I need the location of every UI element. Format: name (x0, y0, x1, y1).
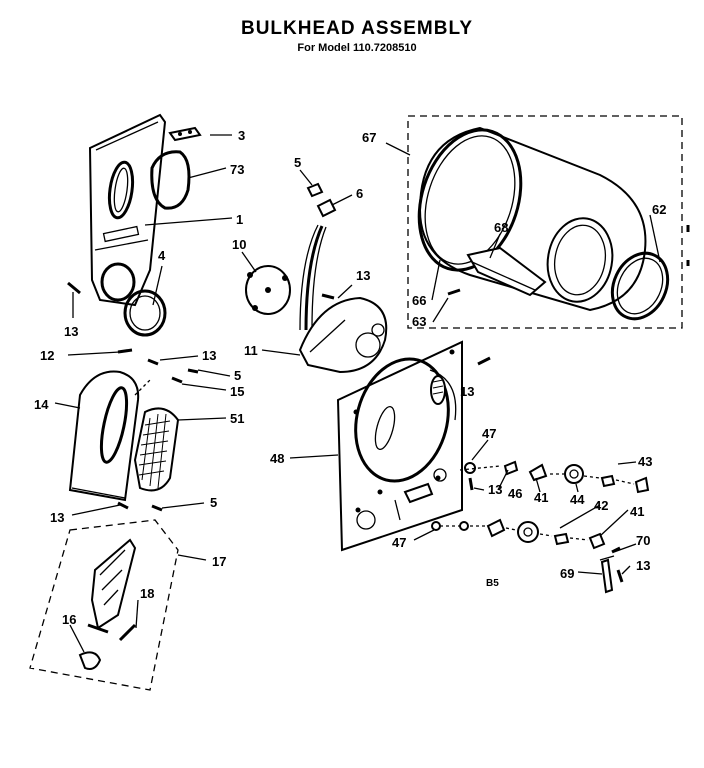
seal-part-73 (150, 150, 191, 210)
callout-14: 14 (34, 397, 49, 412)
filter-grille-part-51 (133, 407, 180, 492)
drum-part-67 (417, 126, 647, 312)
callout-1: 1 (236, 212, 243, 227)
callout-5-a: 5 (234, 368, 241, 383)
callout-5-b: 5 (210, 495, 217, 510)
callout-11: 11 (244, 343, 258, 358)
page-title: BULKHEAD ASSEMBLY (240, 18, 473, 39)
small-screws-left (117, 348, 199, 512)
screw-part-13-lower-right (616, 569, 624, 583)
callout-63: 63 (412, 314, 426, 329)
callout-13-c: 13 (50, 510, 64, 525)
callout-10: 10 (232, 237, 246, 252)
callout-13-d: 13 (356, 268, 370, 283)
callout-5-c: 5 (294, 155, 301, 170)
roller-parts-upper (459, 460, 650, 494)
drum-screw-63 (447, 288, 461, 296)
callout-67: 67 (362, 130, 376, 145)
screw-left-13 (67, 281, 81, 295)
leader-lines (54, 134, 661, 653)
screw-part-5-top (306, 182, 324, 198)
lamp-assembly-part-17 (29, 519, 179, 691)
callout-17: 17 (212, 554, 226, 569)
callout-70: 70 (636, 533, 650, 548)
screw-part-70 (611, 546, 621, 554)
callout-13-b: 13 (202, 348, 216, 363)
ring-part-4 (123, 289, 167, 337)
callout-48: 48 (270, 451, 284, 466)
bulkhead-panel-part-1 (88, 113, 167, 307)
roller-parts-lower (431, 518, 606, 550)
callout-44: 44 (570, 492, 585, 507)
callout-62: 62 (652, 202, 666, 217)
callout-4: 4 (158, 248, 166, 263)
callout-51: 51 (230, 411, 244, 426)
callout-16: 16 (62, 612, 76, 627)
drum-group-box (407, 115, 683, 329)
screw-mid-13 (321, 293, 335, 300)
clip-part-6 (316, 198, 337, 218)
drum-seal-part-62 (610, 251, 670, 321)
baffle-part-68 (466, 246, 547, 297)
title-block: BULKHEAD ASSEMBLY For Model 110.7208510 (0, 18, 704, 54)
shroud-part-14 (68, 370, 140, 502)
screw-bulkhead-13 (477, 356, 491, 366)
callout-43: 43 (638, 454, 652, 469)
callout-69: 69 (560, 566, 574, 581)
bracket-part-69 (599, 555, 615, 594)
callout-47-a: 47 (482, 426, 496, 441)
corner-code: B5 (486, 578, 499, 589)
callout-15: 15 (230, 384, 244, 399)
blower-housing-part-11 (298, 296, 388, 374)
callout-13-e: 13 (460, 384, 474, 399)
callout-47-b: 47 (392, 535, 406, 550)
callout-42: 42 (594, 498, 608, 513)
idler-part-10 (245, 265, 291, 315)
callout-labels: 3 73 1 4 13 12 13 5 15 14 51 13 5 17 18 … (34, 128, 666, 627)
callout-41-b: 41 (630, 504, 644, 519)
callout-3: 3 (238, 128, 245, 143)
belt-strap (299, 224, 327, 331)
callout-12: 12 (40, 348, 54, 363)
callout-13-g: 13 (636, 558, 650, 573)
callout-73: 73 (230, 162, 244, 177)
callout-46: 46 (508, 486, 522, 501)
model-subtitle: For Model 110.7208510 (297, 42, 417, 54)
bracket-part-3 (168, 126, 202, 142)
callout-6: 6 (356, 186, 363, 201)
rear-bulkhead-part-48 (336, 340, 463, 552)
callout-68: 68 (494, 220, 508, 235)
callout-18: 18 (140, 586, 154, 601)
callout-13-a: 13 (64, 324, 78, 339)
callout-41-a: 41 (534, 490, 548, 505)
callout-66: 66 (412, 293, 426, 308)
callout-13-f: 13 (488, 482, 502, 497)
